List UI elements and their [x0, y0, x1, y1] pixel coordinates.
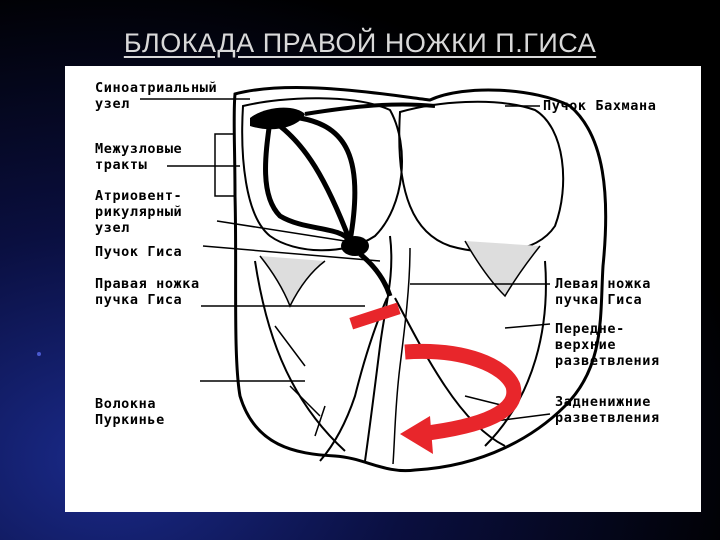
label-posterior: Задненижние разветвления [555, 394, 660, 426]
bachmann-bundle [304, 102, 436, 116]
valve-left [259, 255, 326, 308]
label-bachmann: Пучок Бахмана [543, 98, 657, 114]
av-node-shape [341, 236, 369, 256]
his-bundle-shape [358, 252, 393, 297]
right-atrium [241, 97, 403, 252]
heart-diagram [140, 86, 608, 473]
label-av-node: Атриовент- рикулярный узел [95, 188, 183, 236]
label-right-bundle: Правая ножка пучка Гиса [95, 276, 200, 308]
label-sa-node: Синоатриальный узел [95, 80, 218, 112]
sa-node-shape [250, 107, 305, 130]
heart-outline [232, 86, 608, 473]
valve-right [464, 240, 541, 298]
label-his-bundle: Пучок Гиса [95, 244, 183, 260]
right-bundle-branch [319, 297, 388, 462]
block-marker [349, 302, 401, 330]
septum-inner [392, 247, 411, 465]
label-left-bundle: Левая ножка пучка Гиса [555, 276, 652, 308]
internodal-tracts [263, 115, 358, 243]
left-atrium [398, 100, 565, 253]
septum [364, 235, 393, 462]
left-bundle-branch [394, 297, 506, 447]
bracket-internodal [214, 133, 235, 197]
right-ventricle [254, 260, 346, 452]
leader-lines [140, 98, 551, 422]
label-purkinje: Волокна Пуркинье [95, 396, 165, 428]
decor-dot [37, 352, 41, 356]
label-internodal: Межузловые тракты [95, 141, 183, 173]
conduction-arrowhead [400, 416, 433, 454]
diagram-panel: Синоатриальный узел Межузловые тракты Ат… [65, 66, 701, 512]
label-anterior: Передне- верхние разветвления [555, 321, 660, 369]
slide-title: БЛОКАДА ПРАВОЙ НОЖКИ П.ГИСА [123, 28, 597, 58]
left-ventricle [484, 260, 547, 447]
conduction-arrow [404, 343, 522, 442]
